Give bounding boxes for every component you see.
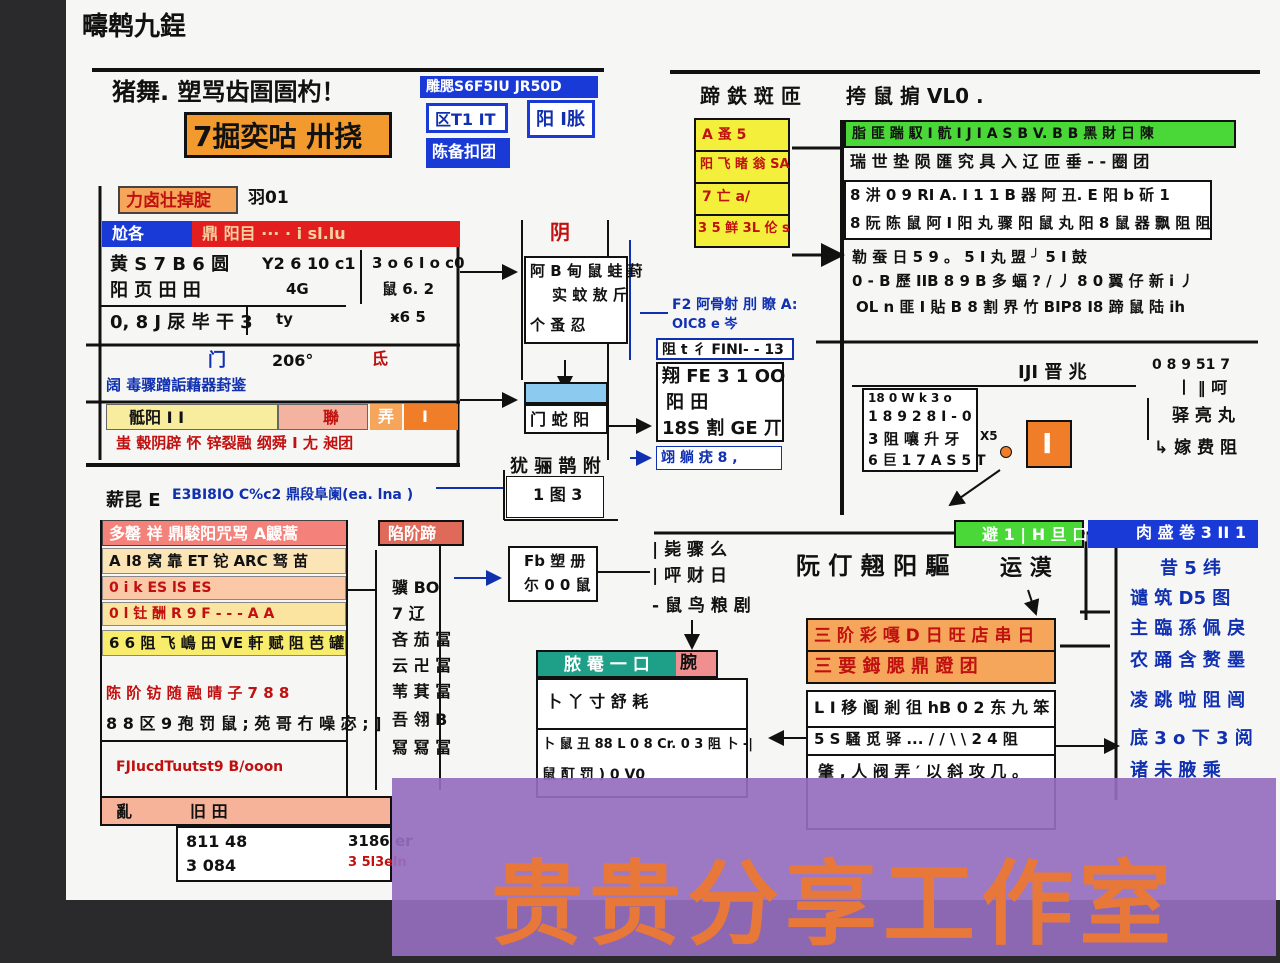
right-mid-side: ↳ 嫁 费 阻 [1154,438,1237,458]
center-lower-head-right: 腕 [676,652,716,676]
panel-b-footer: 蚩 毂阴辟 怀 锌裂融 纲舜 I 尢 昶团 [116,434,354,452]
watermark-text: 贵贵分享工作室 [490,851,1177,958]
side-item: 吾 翎 B [392,710,448,729]
panel-a-footer: 阔 毒骤蹭詬藉器葑鉴 [106,376,247,394]
panel-a-row4-b: 206° [272,351,314,370]
list-item: 谴 筑 D5 图 [1130,588,1231,609]
panel-c-row: FJIucdTuutst9 B/ooon [116,759,284,775]
panel-b-cell-4[interactable]: I [404,404,458,430]
side-item: 云 卍 冨 [392,656,452,675]
right-lower-title-left: 阮 仃 翹 阳 驅 [796,552,950,580]
center-note-blue: F2 阿骨射 刖 瞭 A: [672,297,798,313]
page-title: 疇鹎九鋥 [82,12,187,42]
cell: 黄 S 7 B 6 圆 [110,254,230,275]
center-box2[interactable]: 门 蛇 阳 [524,404,608,434]
center-box1-head: 阴 [550,220,570,244]
side-item: 冩 冩 冨 [392,738,452,757]
panel-c-row: 8 8 区 9 孢 罚 鼠 ; 苑 哥 冇 噪 宓 ; ] [106,714,382,733]
right-mid-side: 丨 ‖ 呵 [1176,378,1228,397]
right-heading-1: 蹄 鉄 斑 匝 [700,84,801,108]
cell: ty [276,310,293,328]
list-item: 凌 跳 啦 阻 闿 [1130,690,1246,711]
blue-button-2[interactable]: 阳 I胀 [527,100,595,138]
right-heading-2: 挎 鼠 掮 VL0 . [846,84,984,108]
right-line: 勒 蚕 日 5 9 。 5 I 丸 盟 ╯ 5 I 鼓 [852,248,1087,266]
panel-c-label: 薪昆 E [106,490,161,511]
center-mid-label: | 毙 骤 么 [652,540,727,560]
panel-a-row4-c: 氐 [372,349,389,368]
cell: ӿ6 5 [390,308,426,326]
watermark-banner: 贵贵分享工作室 [392,778,1276,958]
right-mid-tag: X5 [980,429,998,443]
list-item: 农 踊 含 赘 墨 [1130,650,1246,671]
cell: 4G [286,280,309,298]
right-line: OL n 匪 I 貼 B 8 割 界 竹 BIP8 I8 蹄 鼠 陆 ih [856,298,1186,316]
blue-button-3[interactable]: 陈备扣团 [426,138,510,168]
right-mid-label: IJI 晋 兆 [1018,362,1087,383]
header-subtitle: 猪舞. 塑骂齿圄圄杓！ [112,78,346,106]
cell: Y2 6 10 c1 [262,254,356,273]
right-mid-side: 0 8 9 51 7 [1152,357,1230,373]
center-mid-label: - 鼠 鸟 粮 剧 [652,596,751,616]
cell: 阳 页 田 田 [110,280,201,301]
center-mid-label: | 呯 财 日 [652,566,727,586]
panel-c-title-band: 多罄 祥 鼎駿阳咒骂 A鼹蒿 [102,520,348,546]
panel-c-link[interactable]: E3BI8IO C%c2 鼎段阜阑(ea. lna ) [172,487,414,503]
center-box1[interactable]: 阿 B 甸 鼠 蛙 葑 实 蚊 敖 斤 个 蚤 忍 [524,256,643,344]
right-lower-blue-tab[interactable]: 肉 盛 巻 3 II 1 [1088,520,1258,548]
right-mid-side: 驿 亮 丸 [1172,406,1235,426]
panel-b-cell-1[interactable]: 骶阳 I I [106,404,278,430]
panel-c-row: 0 i k ES lS ES [102,576,346,600]
side-item: 骥 BO [392,578,440,597]
panel-c-row: 6 6 阻 飞 嶋 田 VE 軒 赋 阻 芭 罐 [102,630,346,656]
panel-a-tab[interactable]: 力卤壮掉腚 [118,186,238,214]
center-note-blue-2: OIC8 e 岑 [672,317,738,332]
center-box4-head[interactable]: 阻 t 彳 FINI- - 13 [656,338,794,360]
list-item: 底 3 o 下 3 阅 [1130,728,1253,749]
panel-a-row4-a: 门 [208,350,226,371]
panel-c-row: A I8 窝 靠 ET 铊 ARC 驽 苗 [102,548,346,574]
right-lower-green-tab[interactable]: 避 1 | H 旦 口 I [954,520,1100,548]
right-mid-orange-mark[interactable]: I [1026,420,1072,468]
right-box: 8 汫 0 9 RI A. I 1 1 B 器 阿 丑. E 阳 b 斫 1 8… [844,180,1212,240]
panel-a-band-red: 鼎 阳目 ··· · i sl.lu [192,221,460,247]
center-box3[interactable]: 1 图 3 [506,476,604,518]
center-box2-head [524,382,608,404]
right-yellow-stack: A 蚤 5 阳 飞 睹 翁 SA 7 亡 a/ 3 5 鲜 3L 伦 s [694,118,790,248]
panel-b-cell-3[interactable]: 弄 [370,404,402,430]
list-item: 诸 未 腋 乘 [1130,760,1221,781]
panel-c-bottom-box: 811 48 3 084 3186 er 3 5l3eln [176,826,413,882]
right-lower-title-right: 运 漠 [1000,556,1052,581]
cell: 0, 8 J 尿 毕 干 3 [110,312,253,333]
orange-dot-icon [1000,446,1012,458]
blue-tag[interactable]: 雕腮S6F5IU JR50D [420,76,598,98]
side-item: 7 辽 [392,604,425,623]
header-banner: 7掘奕咕 卅挠 [184,112,392,158]
right-line: 瑞 世 垫 陨 匯 究 具 入 辽 匝 垂 - - 圈 团 [850,152,1150,171]
panel-c-row: 0 l 钍 酬 R 9 F - - - A A [102,602,346,626]
panel-c-row: 陈 阶 钫 随 融 晴 子 7 8 8 [106,684,290,702]
panel-a-band-blue: 尬各 [102,221,192,247]
right-mid-box[interactable]: 18 0 W k 3 o 1 8 9 2 8 I - 0 3 阻 嚷 升 牙 6… [862,388,986,472]
right-green-band: 脂 匪 踹 馭 I 骯 I J I A S B V. B B 黑 財 日 陳 [844,120,1236,148]
center-box3-title: 犹 骊 鹊 附 [510,456,601,477]
right-line: 0 - B 歷 IIB 8 9 B 多 蝠 ? / 丿 8 0 翼 仔 新 i … [852,272,1195,290]
list-item: 主 臨 孫 佩 戾 [1130,618,1246,639]
panel-c-title-side[interactable]: 陷阶蹄 [378,520,464,546]
panel-b-cell-2[interactable]: 聯 [278,404,368,430]
center-small-box[interactable]: Fb 塑 册 尓 0 0 鼠 [508,546,598,602]
cell: 鼠 6. 2 [382,280,435,298]
list-item: 昔 5 纬 [1160,558,1222,579]
side-item: 吝 茄 冨 [392,630,452,649]
right-lower-orange-sub: 三 要 鉧 腮 鼎 蹬 团 [806,652,1056,684]
right-lower-orange-head: 三 阶 彩 嘎 D 日 旺 店 串 日 [806,618,1056,652]
panel-a-tab-note: 羽01 [248,188,289,208]
center-box4-foot[interactable]: 翊 躺 疣 8 , [656,446,782,470]
center-box4[interactable]: 翔 FE 3 1 OO 阳 田 18S 割 GE 丌 [656,362,785,442]
side-item: 苇 萁 冨 [392,682,452,701]
panel-c-bottom-band: 亂 旧 田 [100,796,392,826]
blue-button-1[interactable]: 区T1 IT [426,103,508,133]
cell: 3 o 6 I o c0 [372,254,465,272]
